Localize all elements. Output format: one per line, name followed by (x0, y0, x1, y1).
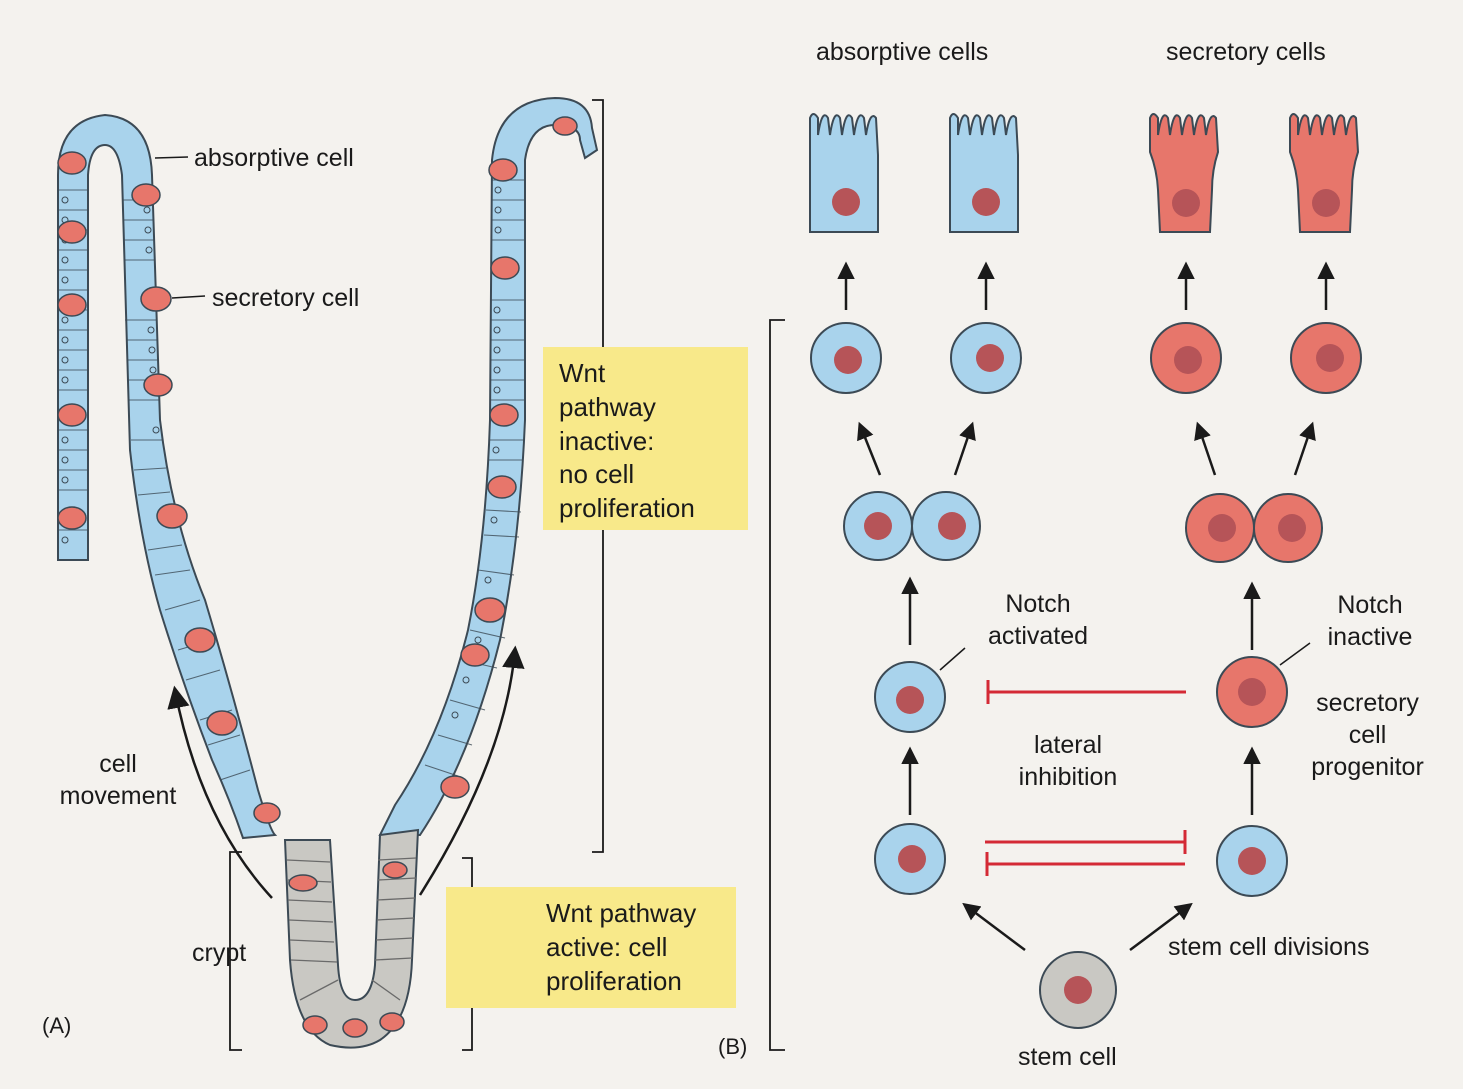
notch-inactive-cell (1216, 656, 1288, 728)
cell-movement-arrow-left (167, 685, 273, 899)
cell-movement-arrow-right (418, 645, 525, 896)
stem-cell-daughter-left (874, 823, 946, 895)
stem-cell (1039, 951, 1117, 1029)
absorptive-mature-cell (949, 113, 1019, 233)
absorptive-dividing-cell (843, 491, 981, 561)
lateral-inhibition-label: lateral inhibition (1018, 731, 1118, 791)
secretory-precursor-cell (1290, 322, 1362, 394)
notch-inactive-label: Notch inactive (1327, 591, 1413, 651)
wnt-active-box: Wnt pathway active: cell proliferation (446, 887, 736, 1008)
cell-movement-label: cell movement (59, 750, 177, 810)
secretory-cell-label: secretory cell (212, 284, 360, 312)
stem-cell-divisions-label: stem cell divisions (1168, 933, 1370, 961)
panel-b-label: (B) (718, 1034, 748, 1059)
stem-cell-daughter-right (1216, 825, 1288, 897)
crypt-bracket (229, 851, 242, 1051)
secretory-cells-title: secretory cells (1166, 38, 1326, 66)
absorptive-cell-label: absorptive cell (194, 144, 354, 172)
left-villus (57, 113, 278, 840)
panel-a-label: (A) (42, 1013, 72, 1038)
stem-cell-label: stem cell (1018, 1043, 1117, 1071)
secretory-mature-cell (1289, 113, 1360, 233)
right-villus (378, 96, 599, 836)
notch-activated-cell (874, 661, 946, 733)
absorptive-cells-title: absorptive cells (816, 38, 989, 66)
panel-b-bracket (769, 319, 785, 1051)
wnt-inactive-box: Wnt pathway inactive: no cell proliferat… (543, 347, 748, 530)
secretory-dividing-cell (1185, 493, 1323, 563)
crypt-label: crypt (192, 939, 247, 967)
absorptive-precursor-cell (950, 322, 1022, 394)
absorptive-precursor-cell (810, 322, 882, 394)
secretory-progenitor-label: secretory cell progenitor (1311, 689, 1424, 781)
absorptive-mature-cell (809, 113, 879, 233)
mutual-inhibition-bars (985, 830, 1187, 876)
secretory-mature-cell (1149, 113, 1220, 233)
lateral-inhibition-bar (986, 680, 1186, 704)
secretory-precursor-cell (1150, 322, 1222, 394)
notch-activated-label: Notch activated (987, 590, 1089, 650)
lineage-diagram (769, 113, 1362, 1051)
